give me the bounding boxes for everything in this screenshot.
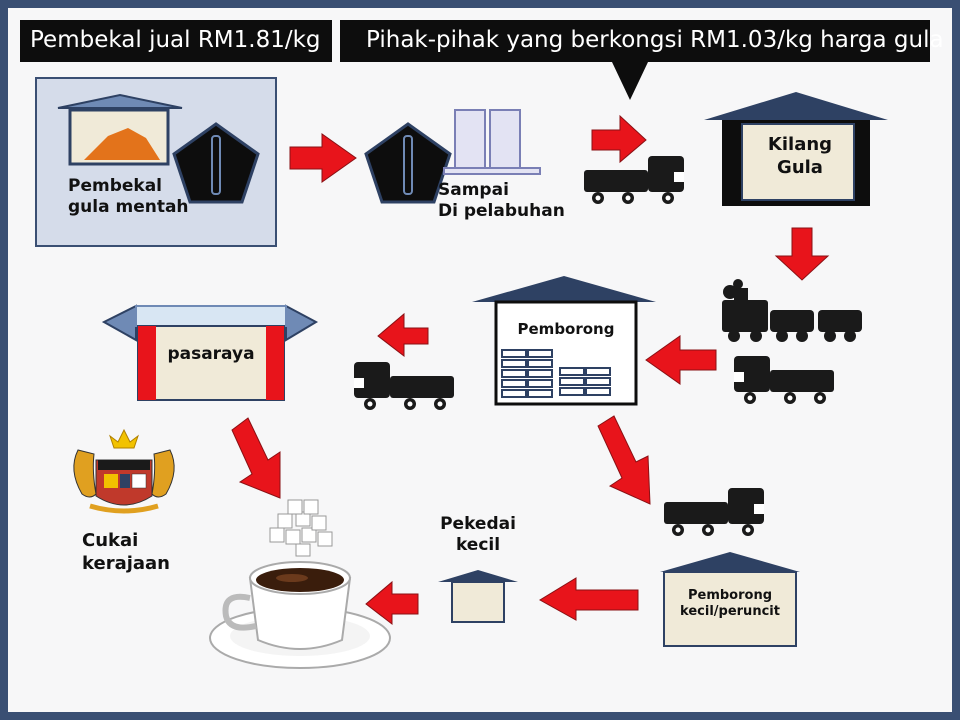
mill-label-line2: Gula	[777, 156, 823, 178]
small-shop-icon	[438, 570, 518, 623]
government-tax-label-line1: Cukai	[82, 530, 139, 551]
small-wholesaler-label-line1: Pemborong	[687, 588, 773, 603]
supplier-label: Pembekal gula mentah	[68, 176, 189, 219]
port-label-line2: Di pelabuhan	[438, 201, 565, 222]
port-cranes-icon	[443, 109, 541, 175]
arrow-wholesaler-to-supermarket	[377, 312, 429, 358]
small-wholesaler-label: Pemborong kecil/peruncit	[664, 588, 796, 621]
small-shop-label-line2: kecil	[455, 535, 501, 556]
mill-label-line1: Kilang	[767, 134, 833, 155]
coat-of-arms-icon	[73, 428, 175, 514]
small-shop-label: Pekedai kecil	[420, 514, 536, 557]
arrow-mill-down	[774, 227, 830, 281]
truck-icon-1	[584, 156, 684, 204]
arrow-port-to-mill	[591, 114, 647, 164]
banner-right-bg	[340, 20, 930, 100]
arrow-supermarket-to-consumer	[231, 417, 281, 499]
raw-sugar-warehouse-icon	[57, 93, 183, 166]
government-tax-label: Cukai kerajaan	[82, 530, 170, 575]
small-wholesaler-building-icon	[660, 552, 800, 647]
sugar-mill-icon	[704, 92, 888, 206]
small-wholesaler-label-line2: kecil/peruncit	[680, 604, 780, 620]
banner-left-bg	[20, 20, 332, 62]
sugar-cubes-icon	[269, 499, 333, 557]
coffee-cup-icon	[209, 561, 391, 669]
wholesaler-label: Pemborong	[517, 320, 615, 338]
banner-right-text: Pihak-pihak yang berkongsi RM1.03/kg har…	[366, 27, 944, 53]
supermarket-building-icon	[101, 304, 319, 401]
wholesaler-warehouse-icon	[472, 276, 656, 406]
arrow-shop-to-consumer	[365, 580, 419, 626]
supplier-label-line1: Pembekal	[68, 176, 163, 196]
arrow-small-wholesaler-to-shop	[539, 577, 639, 621]
small-shop-label-line1: Pekedai	[440, 514, 516, 534]
port-label-line1: Sampai	[438, 180, 509, 200]
arrow-wholesaler-to-small-wholesaler	[597, 415, 651, 505]
truck-icon-2	[734, 356, 834, 404]
train-icon	[722, 279, 862, 342]
truck-icon-4	[664, 488, 764, 536]
arrow-supplier-to-port	[289, 133, 357, 183]
mill-label: Kilang Gula	[746, 134, 854, 179]
truck-icon-3	[354, 362, 454, 410]
port-label: Sampai Di pelabuhan	[438, 180, 565, 223]
arrow-mill-to-wholesaler	[645, 335, 717, 385]
supermarket-label: pasaraya	[167, 344, 255, 364]
government-tax-label-line2: kerajaan	[82, 552, 170, 574]
banner-left-text: Pembekal jual RM1.81/kg	[30, 27, 321, 53]
supplier-label-line2: gula mentah	[68, 197, 189, 218]
